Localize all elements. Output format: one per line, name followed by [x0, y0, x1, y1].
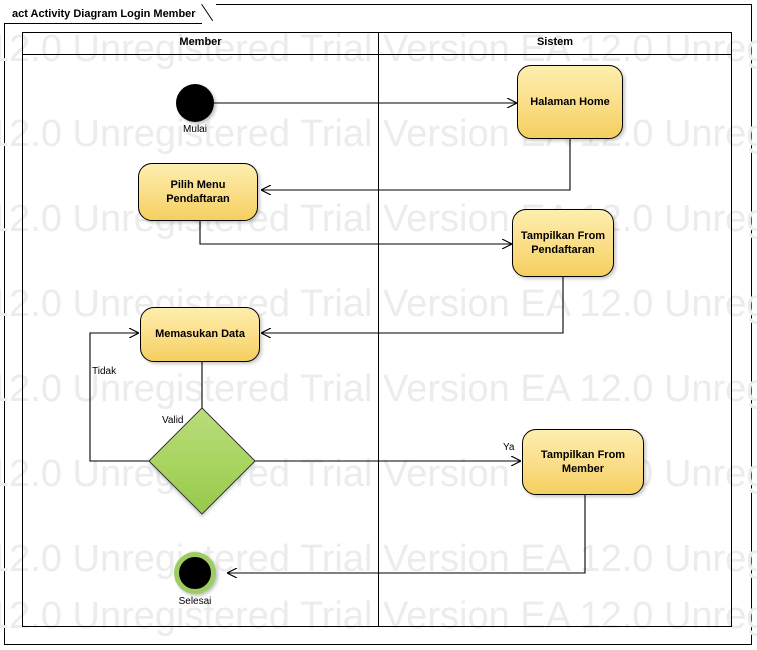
edge-label-valid: Valid	[162, 415, 184, 426]
final-node-label: Selesai	[178, 596, 212, 607]
edge-label-tidak: Tidak	[92, 366, 117, 377]
action-memasukan-data[interactable]: Memasukan Data	[140, 307, 260, 362]
edge-label-ya: Ya	[503, 442, 515, 453]
action-tampilkan-from-member[interactable]: Tampilkan From Member	[522, 429, 644, 495]
action-pilih-menu-pendaftaran[interactable]: Pilih Menu Pendaftaran	[138, 163, 258, 221]
action-pilih-menu-pendaftaran-label: Pilih Menu Pendaftaran	[166, 178, 230, 205]
action-tampilkan-from-pendaftaran[interactable]: Tampilkan From Pendaftaran	[512, 209, 614, 277]
final-node[interactable]	[174, 552, 216, 594]
lane-header-sistem: Sistem	[536, 36, 574, 48]
diagram-frame-tab: act Activity Diagram Login Member	[4, 4, 216, 24]
action-halaman-home-label: Halaman Home	[530, 95, 610, 108]
action-tampilkan-from-member-label: Tampilkan From Member	[540, 448, 626, 475]
lane-header-separator	[23, 54, 731, 55]
frame-tab-slant	[202, 4, 216, 24]
frame-title: act Activity Diagram Login Member	[4, 4, 202, 24]
action-halaman-home[interactable]: Halaman Home	[517, 65, 623, 139]
lane-header-member: Member	[179, 36, 222, 48]
initial-node-label: Mulai	[183, 124, 207, 135]
action-memasukan-data-label: Memasukan Data	[155, 328, 245, 341]
action-tampilkan-from-pendaftaran-label: Tampilkan From Pendaftaran	[520, 229, 606, 256]
diagram-frame	[4, 4, 752, 645]
initial-node[interactable]	[176, 84, 214, 122]
